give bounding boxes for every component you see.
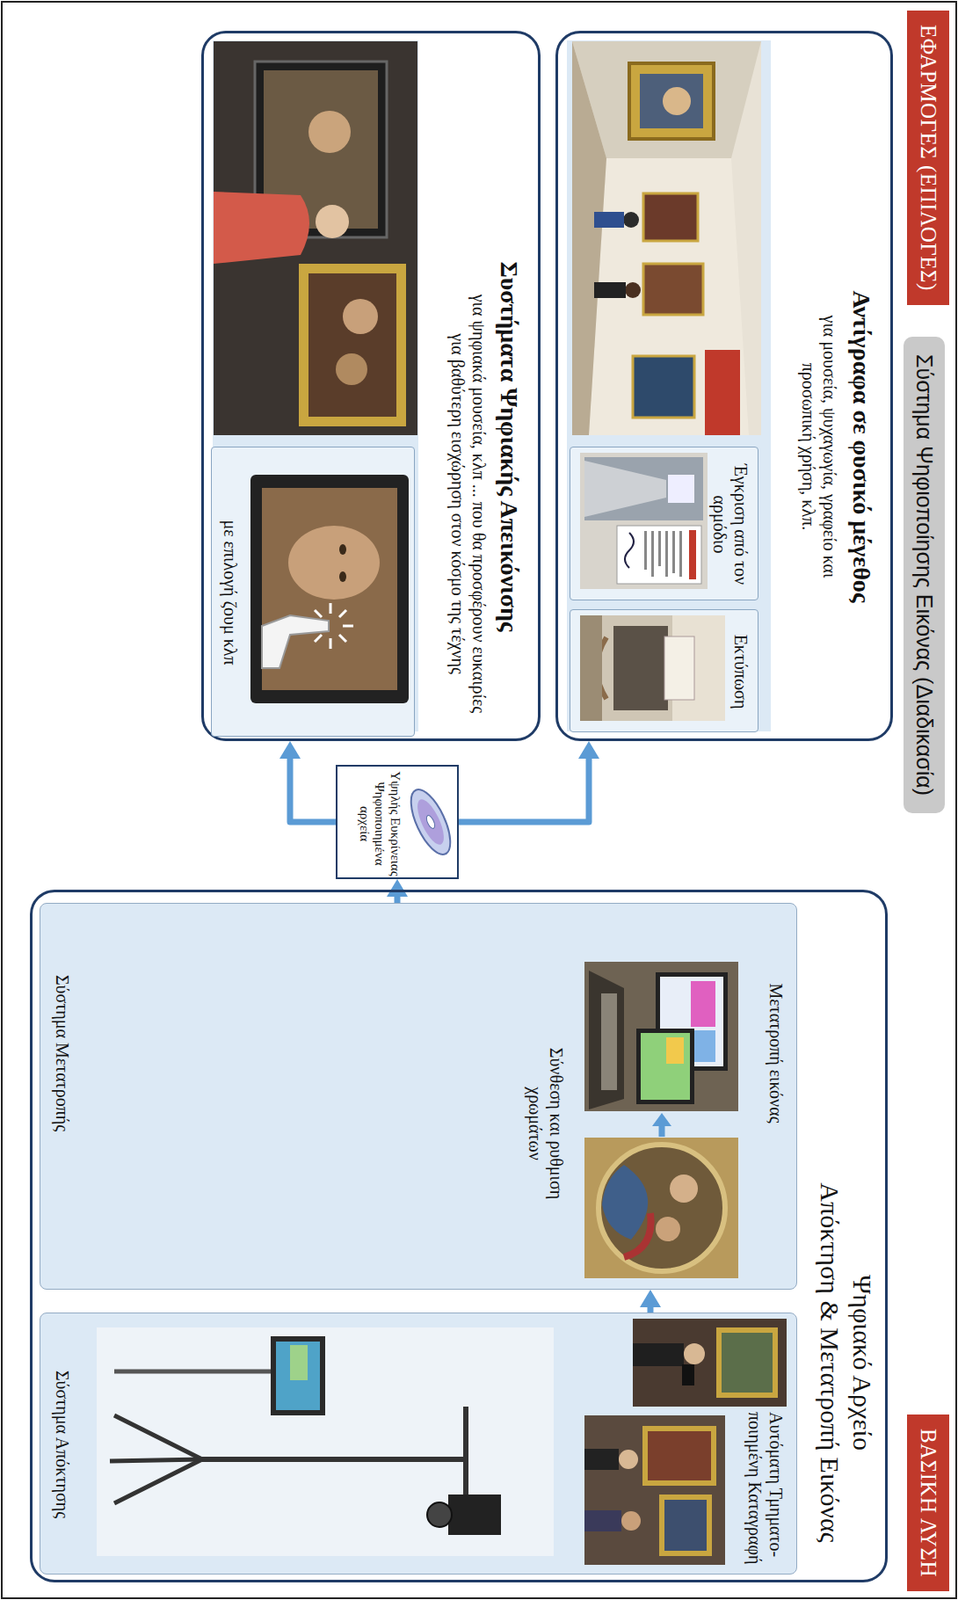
- column-footer: Σύστημα Απόκτησης: [50, 1321, 73, 1567]
- gallery-photo: [572, 41, 762, 436]
- panel-subtitle: για ψηφιακά μουσεία, κλπ ... που θα προσ…: [447, 288, 489, 719]
- output-label: Υψηλής Ευκρίνειας Ψηφιοποιημένα αρχεία: [355, 769, 403, 878]
- flow-arrow: [458, 740, 600, 822]
- panel-heading: Ψηφιακό Αρχείο: [847, 1155, 879, 1569]
- panel-title: Αντίγραφα σε φυσικό μέγεθος: [847, 165, 877, 728]
- arrow-line: [458, 758, 589, 822]
- diagram-title: Σύστημα Ψηφιοποίησης Εικόνας (Διαδικασία…: [903, 336, 945, 813]
- flow-arrow: [639, 1289, 661, 1313]
- header-text: ΒΑΣΙΚΗ ΛΥΣΗ: [915, 1428, 943, 1577]
- arrow-line: [394, 896, 401, 903]
- viewers-photo: [213, 41, 418, 436]
- printing-photo: [580, 615, 726, 721]
- step-label: Εκτύπωση: [729, 615, 751, 728]
- section-header: ΕΦΑΡΜΟΓΕΣ (ΕΠΙΛΟΓΕΣ): [907, 10, 951, 305]
- panel-subtitle: για μουσεία, ψυχαγωγία, γραφείο και προσ…: [798, 297, 840, 596]
- panel-title: Συστήματα Ψηφιακής Απεικόνισης: [494, 165, 524, 728]
- arrow-line: [290, 758, 336, 822]
- arrow-head: [279, 740, 301, 759]
- column-footer: Σύστημα Μετατροπής: [50, 921, 73, 1185]
- acquisition-photo: [632, 1318, 787, 1407]
- painting-figure: [584, 1137, 739, 1278]
- step-label: με επιλογή ζουμ κλπ: [218, 456, 240, 729]
- column-heading: Μετατροπή εικόνας: [764, 956, 786, 1150]
- cd-disc-icon: [403, 783, 459, 860]
- panel-heading: Απόκτηση & Μετατροπή Εικόνας: [814, 1155, 846, 1569]
- arrow-head: [578, 740, 600, 759]
- acquisition-system-figure: [96, 1327, 554, 1556]
- computer-photo: [584, 961, 739, 1111]
- column-heading: Αυτόματη Τμηματο-ποιημένη Καταγραφή: [744, 1411, 786, 1570]
- step-label: Έγκριση από τον αρμόδιο: [709, 452, 751, 596]
- touchscreen-figure: [250, 474, 409, 704]
- section-header: ΒΑΣΙΚΗ ΛΥΣΗ: [907, 1414, 951, 1591]
- flow-arrow: [279, 740, 336, 822]
- acquisition-photo: [584, 1415, 726, 1565]
- approval-photo: [580, 452, 708, 589]
- arrow-head: [639, 1289, 661, 1307]
- step-label: Σύνθεση και ρυθμιση χρωμάτων: [524, 1044, 567, 1203]
- header-text: ΕΦΑΡΜΟΓΕΣ (ΕΠΙΛΟΓΕΣ): [915, 24, 943, 291]
- flow-arrow-small: [652, 1112, 672, 1137]
- arrow-head: [386, 878, 408, 897]
